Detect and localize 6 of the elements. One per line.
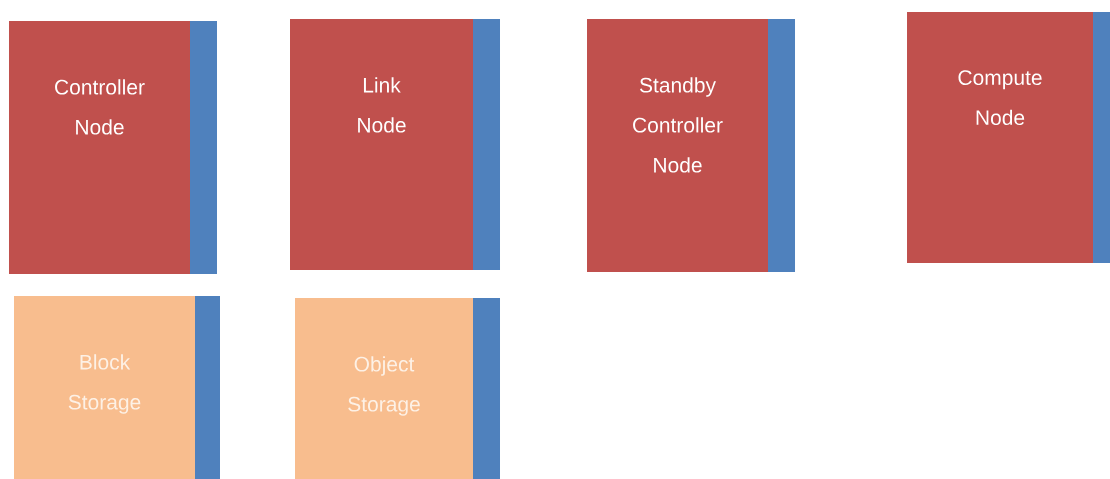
- server-box: Object Storage: [295, 298, 500, 479]
- server-box: Block Storage: [14, 296, 220, 479]
- server-box: Controller Node: [9, 21, 217, 274]
- server-box: Compute Node: [907, 12, 1110, 263]
- server-box: Link Node: [290, 19, 500, 270]
- server-box: Standby Controller Node: [587, 19, 795, 272]
